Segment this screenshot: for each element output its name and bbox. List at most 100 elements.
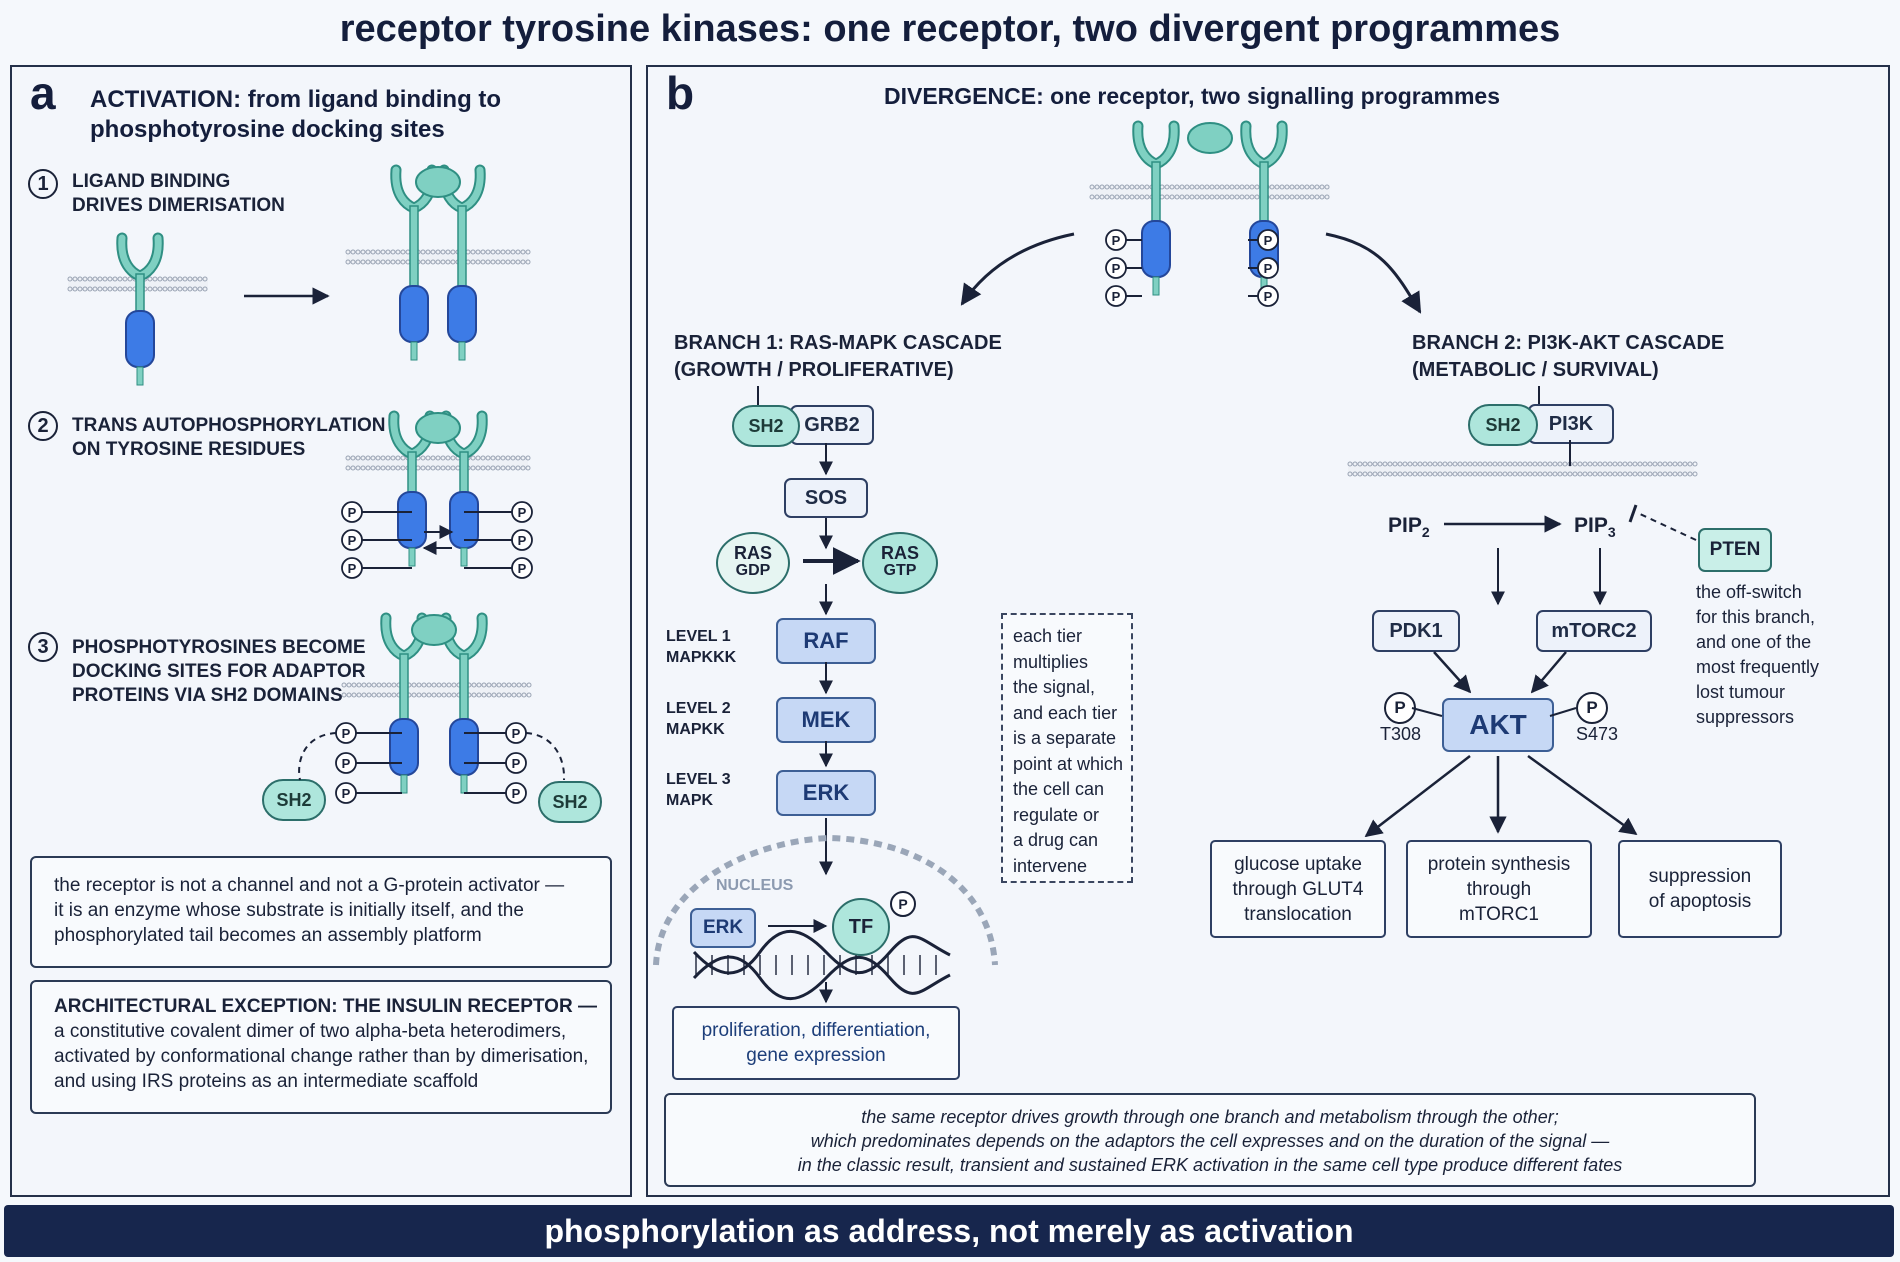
protein-synthesis-output: protein synthesis through mTORC1 — [1406, 840, 1592, 938]
insulin-note-line2: activated by conformational change rathe… — [54, 1046, 589, 1067]
insulin-note: ARCHITECTURAL EXCEPTION: THE INSULIN REC… — [54, 994, 609, 1094]
figure-title: receptor tyrosine kinases: one receptor,… — [339, 8, 1561, 50]
pip3-label: PIP3 — [1574, 514, 1616, 540]
tier-note-line3: the signal, — [1013, 677, 1096, 697]
pten-node: PTEN — [1698, 528, 1772, 572]
branch-2-label: BRANCH 2: PI3K-AKT CASCADE (METABOLIC / … — [1412, 330, 1724, 384]
step-3-line3: PROTEINS VIA SH2 DOMAINS — [72, 685, 343, 706]
sh2-domain-right: SH2 — [538, 781, 602, 823]
tier-note-line10: intervene — [1013, 855, 1088, 876]
branch-2-line2: (METABOLIC / SURVIVAL) — [1412, 359, 1659, 381]
akt-node: AKT — [1442, 698, 1554, 752]
pdk1-node: PDK1 — [1372, 610, 1460, 652]
pip2-base: PIP — [1388, 514, 1422, 537]
apoptosis-line2: of apoptosis — [1648, 891, 1752, 912]
tier-note-line2: multiplies — [1013, 651, 1089, 672]
akt-p-s473: P — [1576, 692, 1608, 724]
nucleus-label: NUCLEUS — [716, 877, 794, 894]
receptor-note: the receptor is not a channel and not a … — [54, 873, 604, 948]
panel-b-heading-bold: DIVERGENCE: — [884, 83, 1044, 109]
ras-gdp-node: RAS GDP — [716, 532, 790, 594]
summary-text: the same receptor drives growth through … — [666, 1105, 1754, 1177]
footer-banner: phosphorylation as address, not merely a… — [4, 1205, 1894, 1257]
sos-node: SOS — [784, 478, 868, 518]
summary-box: the same receptor drives growth through … — [664, 1093, 1756, 1187]
tier-note-line7: the cell can — [1013, 779, 1105, 799]
summary-line3: in the classic result, transient and sus… — [797, 1155, 1623, 1175]
tf-node: TF — [832, 898, 890, 956]
pten-note-line3: and one of the — [1696, 632, 1812, 652]
erk-node: ERK — [776, 770, 876, 816]
panel-a-heading: ACTIVATION: from ligand binding to phosp… — [90, 85, 501, 145]
pip3-sub: 3 — [1607, 524, 1616, 541]
step-1-line2: DRIVES DIMERISATION — [72, 195, 285, 216]
level-3-l1: LEVEL 3 — [666, 771, 731, 788]
tier-note-line9: a drug can — [1013, 830, 1099, 850]
sh2-domain-left: SH2 — [262, 779, 326, 821]
apoptosis-suppression-output: suppression of apoptosis — [1618, 840, 1782, 938]
ras-gtp-node: RAS GTP — [862, 532, 938, 594]
pten-note-line6: suppressors — [1696, 707, 1795, 727]
tf-phospho-p: P — [890, 891, 916, 917]
branch-1-label: BRANCH 1: RAS-MAPK CASCADE (GROWTH / PRO… — [674, 330, 1002, 384]
tier-note-line4: and each tier — [1013, 702, 1118, 723]
erk-nuclear-node: ERK — [690, 908, 756, 948]
glucose-line3: translocation — [1244, 903, 1352, 925]
insulin-note-line3: and using IRS proteins as an intermediat… — [54, 1071, 479, 1092]
protein-line1: protein synthesis — [1427, 853, 1571, 875]
receptor-note-line1: the receptor is not a channel and not a … — [54, 875, 565, 896]
summary-line2: which predominates depends on the adapto… — [810, 1131, 1610, 1151]
glucose-uptake-output: glucose uptake through GLUT4 translocati… — [1210, 840, 1386, 938]
summary-line1: the same receptor drives growth through … — [861, 1107, 1559, 1127]
t308-label: T308 — [1380, 724, 1422, 744]
pten-note-line5: lost tumour — [1696, 682, 1786, 702]
panel-a-letter: a — [30, 67, 56, 119]
step-3-text: PHOSPHOTYROSINES BECOME DOCKING SITES FO… — [72, 636, 372, 708]
step-2-text: TRANS AUTOPHOSPHORYLATION ON TYROSINE RE… — [72, 414, 392, 462]
ras-gdp-bottom: GDP — [735, 562, 771, 579]
tier-note-line5: is a separate — [1013, 728, 1117, 748]
receptor-note-box: the receptor is not a channel and not a … — [30, 856, 612, 968]
pi3k-sh2-domain: SH2 — [1468, 404, 1538, 446]
apoptosis-line1: suppression — [1648, 866, 1752, 887]
panel-b-heading: DIVERGENCE: one receptor, two signalling… — [884, 83, 1500, 110]
proliferation-output: proliferation, differentiation, gene exp… — [672, 1006, 960, 1080]
raf-node: RAF — [776, 618, 876, 664]
step-2-line1: TRANS AUTOPHOSPHORYLATION — [72, 415, 386, 436]
panel-a-heading-line2: phosphotyrosine docking sites — [90, 116, 445, 143]
insulin-exception-box: ARCHITECTURAL EXCEPTION: THE INSULIN REC… — [30, 980, 612, 1114]
panel-a-heading-line1: from ligand binding to — [241, 86, 502, 113]
proliferation-line2: gene expression — [746, 1045, 886, 1066]
glucose-line2: through GLUT4 — [1232, 878, 1364, 900]
panel-b-letter: b — [666, 67, 695, 119]
panel-a-heading-bold: ACTIVATION: — [90, 86, 242, 113]
mek-node: MEK — [776, 697, 876, 743]
pten-note-line1: the off-switch — [1696, 582, 1802, 602]
proliferation-line1: proliferation, differentiation, — [701, 1020, 931, 1041]
step-3-number: 3 — [28, 632, 58, 662]
protein-line3: mTORC1 — [1459, 903, 1539, 925]
s473-label: S473 — [1576, 724, 1619, 744]
pip3-base: PIP — [1574, 514, 1608, 537]
branch-1-line2: (GROWTH / PROLIFERATIVE) — [674, 359, 954, 381]
ras-gdp-top: RAS — [733, 543, 772, 563]
step-2-number: 2 — [28, 411, 58, 441]
pten-note-line2: for this branch, — [1696, 607, 1816, 627]
level-2-l1: LEVEL 2 — [666, 700, 731, 717]
branch-1-line1: BRANCH 1: RAS-MAPK CASCADE — [674, 332, 1002, 354]
step-1-line1: LIGAND BINDING — [72, 171, 231, 192]
insulin-note-title: ARCHITECTURAL EXCEPTION: THE INSULIN REC… — [54, 996, 597, 1017]
pten-note-line4: most frequently — [1696, 657, 1820, 677]
tier-note-line6: point at which — [1013, 753, 1124, 774]
protein-line2: through — [1466, 878, 1532, 900]
panel-b-heading-rest: one receptor, two signalling programmes — [1043, 83, 1501, 109]
grb2-node: GRB2 — [790, 405, 874, 445]
step-1-text: LIGAND BINDING DRIVES DIMERISATION — [72, 170, 372, 218]
ras-gtp-bottom: GTP — [883, 562, 917, 579]
level-2-l2: MAPKK — [666, 721, 725, 738]
level-1-l1: LEVEL 1 — [666, 628, 731, 645]
level-2-label: LEVEL 2 MAPKK — [666, 698, 731, 740]
tier-note-line1: each tier — [1013, 626, 1083, 646]
pi3k-node: PI3K — [1528, 404, 1614, 444]
